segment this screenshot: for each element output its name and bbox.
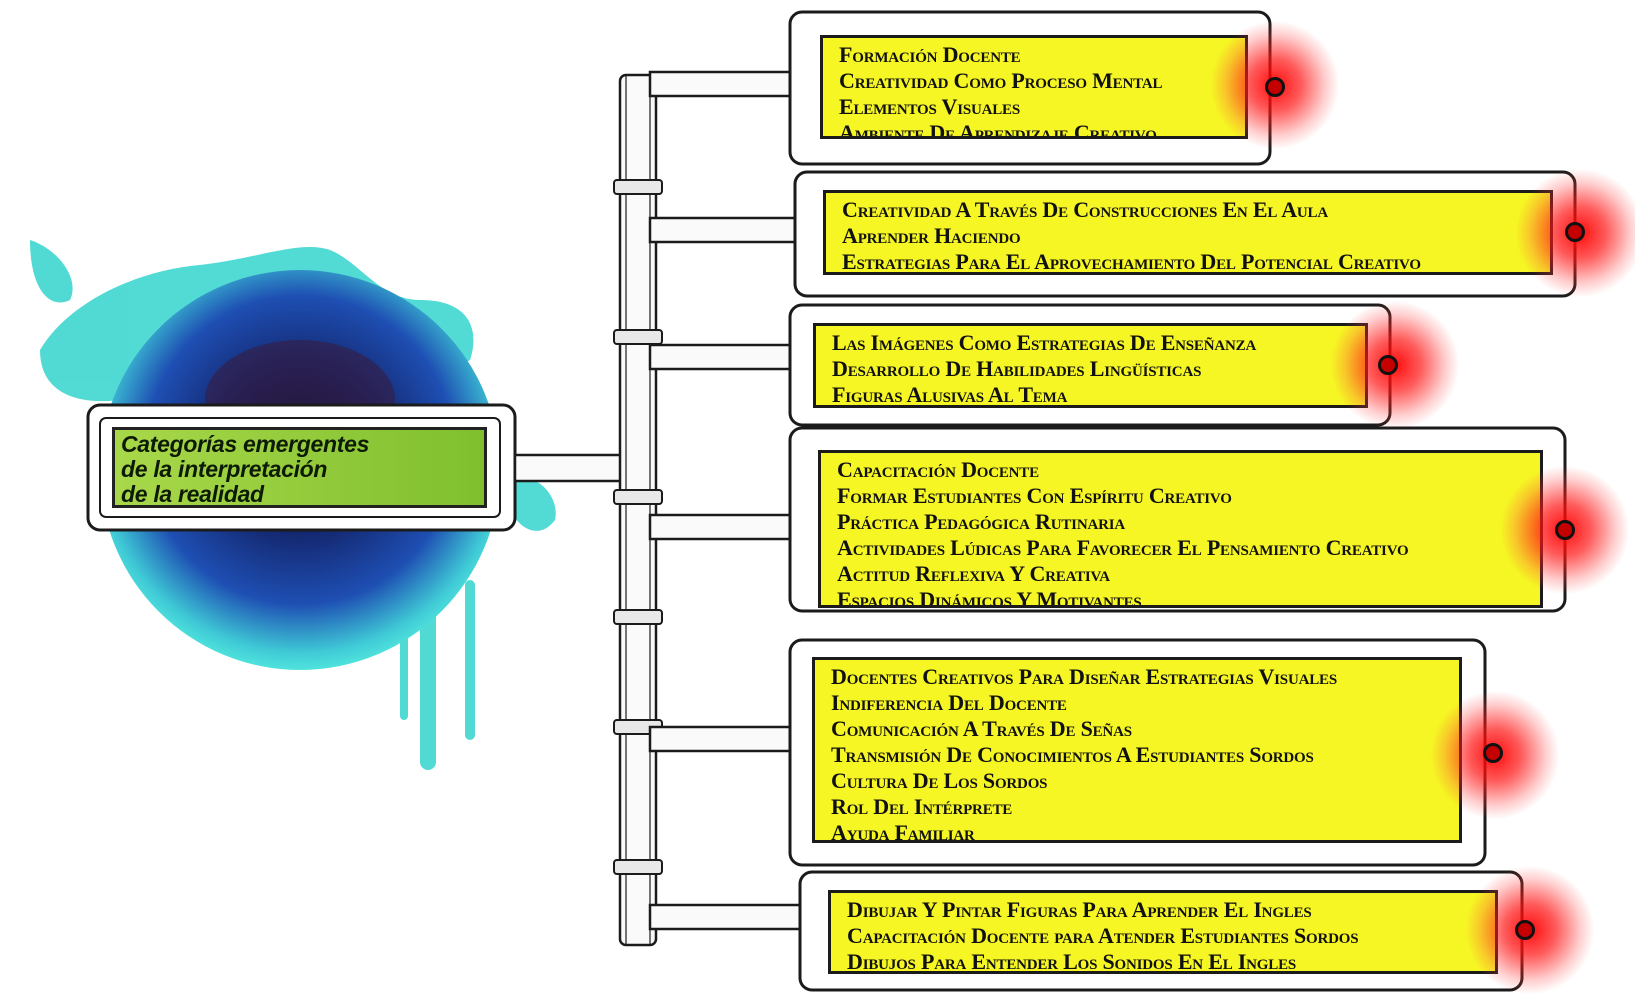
branch-pipes bbox=[648, 70, 807, 931]
category-item: Capacitación Docente bbox=[837, 457, 1039, 482]
category-box-5: Docentes Creativos Para Diseñar Estrateg… bbox=[812, 657, 1462, 843]
category-item: Actividades Lúdicas Para Favorecer El Pe… bbox=[837, 535, 1409, 560]
category-item: Elementos Visuales bbox=[839, 94, 1021, 119]
category-item: Las Imágenes Como Estrategias De Enseñan… bbox=[832, 330, 1257, 355]
category-item: Capacitación Docente para Atender Estudi… bbox=[847, 923, 1359, 948]
category-item: Ambiente De Aprendizaje Creativo bbox=[839, 120, 1157, 139]
category-item: Formar Estudiantes Con Espíritu Creativo bbox=[837, 483, 1232, 508]
center-pipe-inner bbox=[99, 417, 501, 518]
category-item: Aprender Haciendo bbox=[842, 223, 1021, 248]
category-item: Cultura De Los Sordos bbox=[831, 768, 1048, 793]
category-item: Creatividad A Través De Construcciones E… bbox=[842, 197, 1328, 222]
category-item: Indiferencia Del Docente bbox=[831, 690, 1067, 715]
valve-icon bbox=[1378, 355, 1398, 375]
category-box-6: Dibujar Y Pintar Figuras Para Aprender E… bbox=[828, 890, 1498, 974]
category-item: Ayuda Familiar bbox=[831, 820, 975, 843]
category-item: Actitud Reflexiva Y Creativa bbox=[837, 561, 1110, 586]
category-box-1: Formación Docente Creatividad Como Proce… bbox=[820, 35, 1248, 139]
category-item: Comunicación A Través De Señas bbox=[831, 716, 1132, 741]
trunk-pipe bbox=[618, 73, 658, 947]
category-item: Estrategias Para El Aprovechamiento Del … bbox=[842, 249, 1421, 274]
category-item: Espacios Dinámicos Y Motivantes bbox=[837, 587, 1142, 608]
category-item: Docentes Creativos Para Diseñar Estrateg… bbox=[831, 664, 1337, 689]
center-category-box: Categorías emergentes de la interpretaci… bbox=[112, 427, 487, 508]
valve-icon bbox=[1565, 222, 1585, 242]
valve-icon bbox=[1483, 743, 1503, 763]
category-item: Práctica Pedagógica Rutinaria bbox=[837, 509, 1125, 534]
category-box-3: Las Imágenes Como Estrategias De Enseñan… bbox=[813, 323, 1368, 408]
category-box-4: Capacitación Docente Formar Estudiantes … bbox=[818, 450, 1543, 608]
valve-icon bbox=[1515, 920, 1535, 940]
center-title-line: de la interpretación bbox=[121, 456, 328, 482]
category-item: Dibujos Para Entender Los Sonidos En El … bbox=[847, 949, 1297, 974]
category-item: Creatividad Como Proceso Mental bbox=[839, 68, 1163, 93]
category-item: Rol Del Intérprete bbox=[831, 794, 1013, 819]
valve-icon bbox=[1265, 77, 1285, 97]
center-title-line: de la realidad bbox=[121, 481, 264, 507]
category-item: Desarrollo De Habilidades Lingüísticas bbox=[832, 356, 1202, 381]
category-item: Transmisión De Conocimientos A Estudiant… bbox=[831, 742, 1314, 767]
main-connector-pipe bbox=[513, 453, 627, 483]
category-item: Formación Docente bbox=[839, 42, 1021, 67]
center-title-line: Categorías emergentes bbox=[121, 431, 370, 457]
category-box-2: Creatividad A Través De Construcciones E… bbox=[823, 190, 1553, 275]
category-item: Figuras Alusivas Al Tema bbox=[832, 382, 1068, 407]
category-item: Dibujar Y Pintar Figuras Para Aprender E… bbox=[847, 897, 1312, 922]
valve-icon bbox=[1555, 520, 1575, 540]
